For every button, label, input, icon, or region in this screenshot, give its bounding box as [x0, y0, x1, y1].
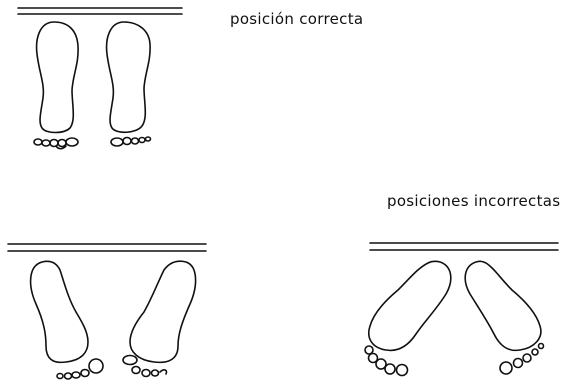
- right-foot-outline: [105, 21, 151, 134]
- right-toes: [499, 342, 545, 375]
- right-foot-outline: [464, 260, 542, 352]
- left-foot-outline: [35, 21, 79, 134]
- left-toes: [364, 345, 409, 377]
- wall-line: [369, 242, 559, 251]
- figure-correct: [17, 7, 183, 150]
- left-foot-outline: [368, 260, 452, 352]
- wall-line: [7, 243, 207, 252]
- label-correct-position: posición correcta: [230, 10, 364, 28]
- right-toes: [110, 136, 152, 147]
- left-toes: [33, 137, 79, 150]
- left-toes: [56, 358, 104, 380]
- right-toes: [122, 354, 168, 378]
- wall-line: [17, 7, 183, 15]
- left-foot-outline: [29, 260, 89, 364]
- figure-incorrect-toes-outward: [7, 243, 207, 380]
- label-incorrect-positions: posiciones incorrectas: [387, 192, 561, 210]
- right-foot-outline: [129, 260, 197, 364]
- figure-incorrect-toes-inward: [364, 242, 559, 377]
